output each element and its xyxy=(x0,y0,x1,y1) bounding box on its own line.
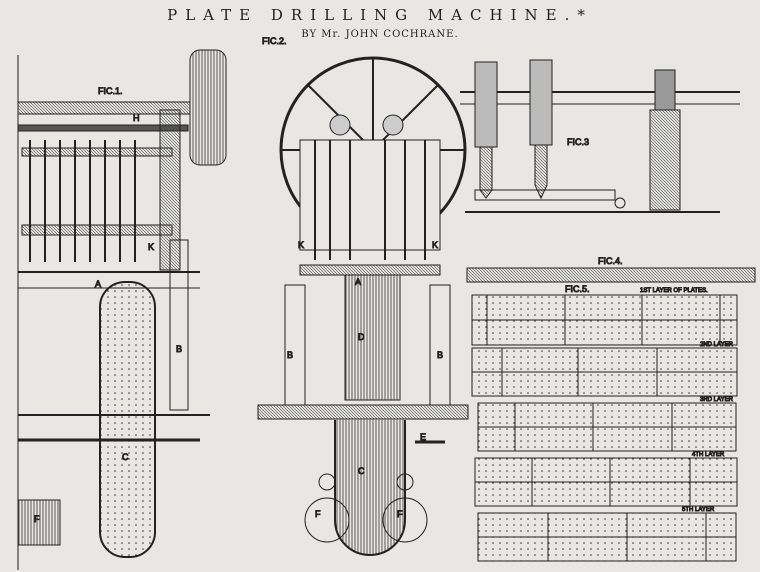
figure-2: FIC.2. A D B B C F F E K K xyxy=(257,36,469,556)
layer-5-label: 5TH LAYER xyxy=(682,507,715,513)
page-title: PLATE DRILLING MACHINE.* xyxy=(167,6,593,24)
layer-4-label: 4TH LAYER xyxy=(692,452,725,458)
part-label-f-2: F xyxy=(315,509,321,519)
part-label-e: E xyxy=(420,432,426,442)
part-label-b: B xyxy=(176,344,182,354)
part-label-a: A xyxy=(95,279,101,289)
part-label-h: H xyxy=(133,113,140,123)
part-label-c: C xyxy=(122,452,129,462)
figure-1: FIC.1. A B C K H F xyxy=(17,49,227,570)
fig1-label: FIC.1. xyxy=(98,86,123,96)
fig5-label: FIC.5. xyxy=(565,284,590,294)
fig2-label: FIC.2. xyxy=(262,36,287,46)
layer-5 xyxy=(477,512,737,562)
figure-4: FIC.4. xyxy=(466,256,756,283)
fig4-label: FIC.4. xyxy=(598,256,623,266)
part-label-c-2: C xyxy=(358,466,365,476)
part-label-d: D xyxy=(358,332,365,342)
part-label-k: K xyxy=(148,242,154,252)
layer-2 xyxy=(471,347,738,397)
part-label-a-2: A xyxy=(355,277,361,287)
part-label-k-3: K xyxy=(432,240,438,250)
layer-1-label: 1ST LAYER OF PLATES. xyxy=(640,288,708,294)
part-label-b-2: B xyxy=(287,350,293,360)
layer-4 xyxy=(474,457,738,507)
fig3-label: FIC.3 xyxy=(567,137,589,147)
figure-5: FIC.5. 1ST LAYER OF PLATES. 2ND LAYER 3R… xyxy=(471,284,738,562)
layer-2-label: 2ND LAYER xyxy=(700,342,734,348)
layer-3-label: 3RD LAYER xyxy=(700,397,734,403)
part-label-f-3: F xyxy=(397,509,403,519)
figure-3: FIC.3 xyxy=(460,59,740,213)
part-label-f: F xyxy=(34,514,40,524)
page-subtitle: BY Mr. JOHN COCHRANE. xyxy=(301,29,459,40)
layer-3 xyxy=(477,402,737,452)
part-label-b-3: B xyxy=(437,350,443,360)
part-label-k-2: K xyxy=(298,240,304,250)
layer-1 xyxy=(471,294,738,346)
